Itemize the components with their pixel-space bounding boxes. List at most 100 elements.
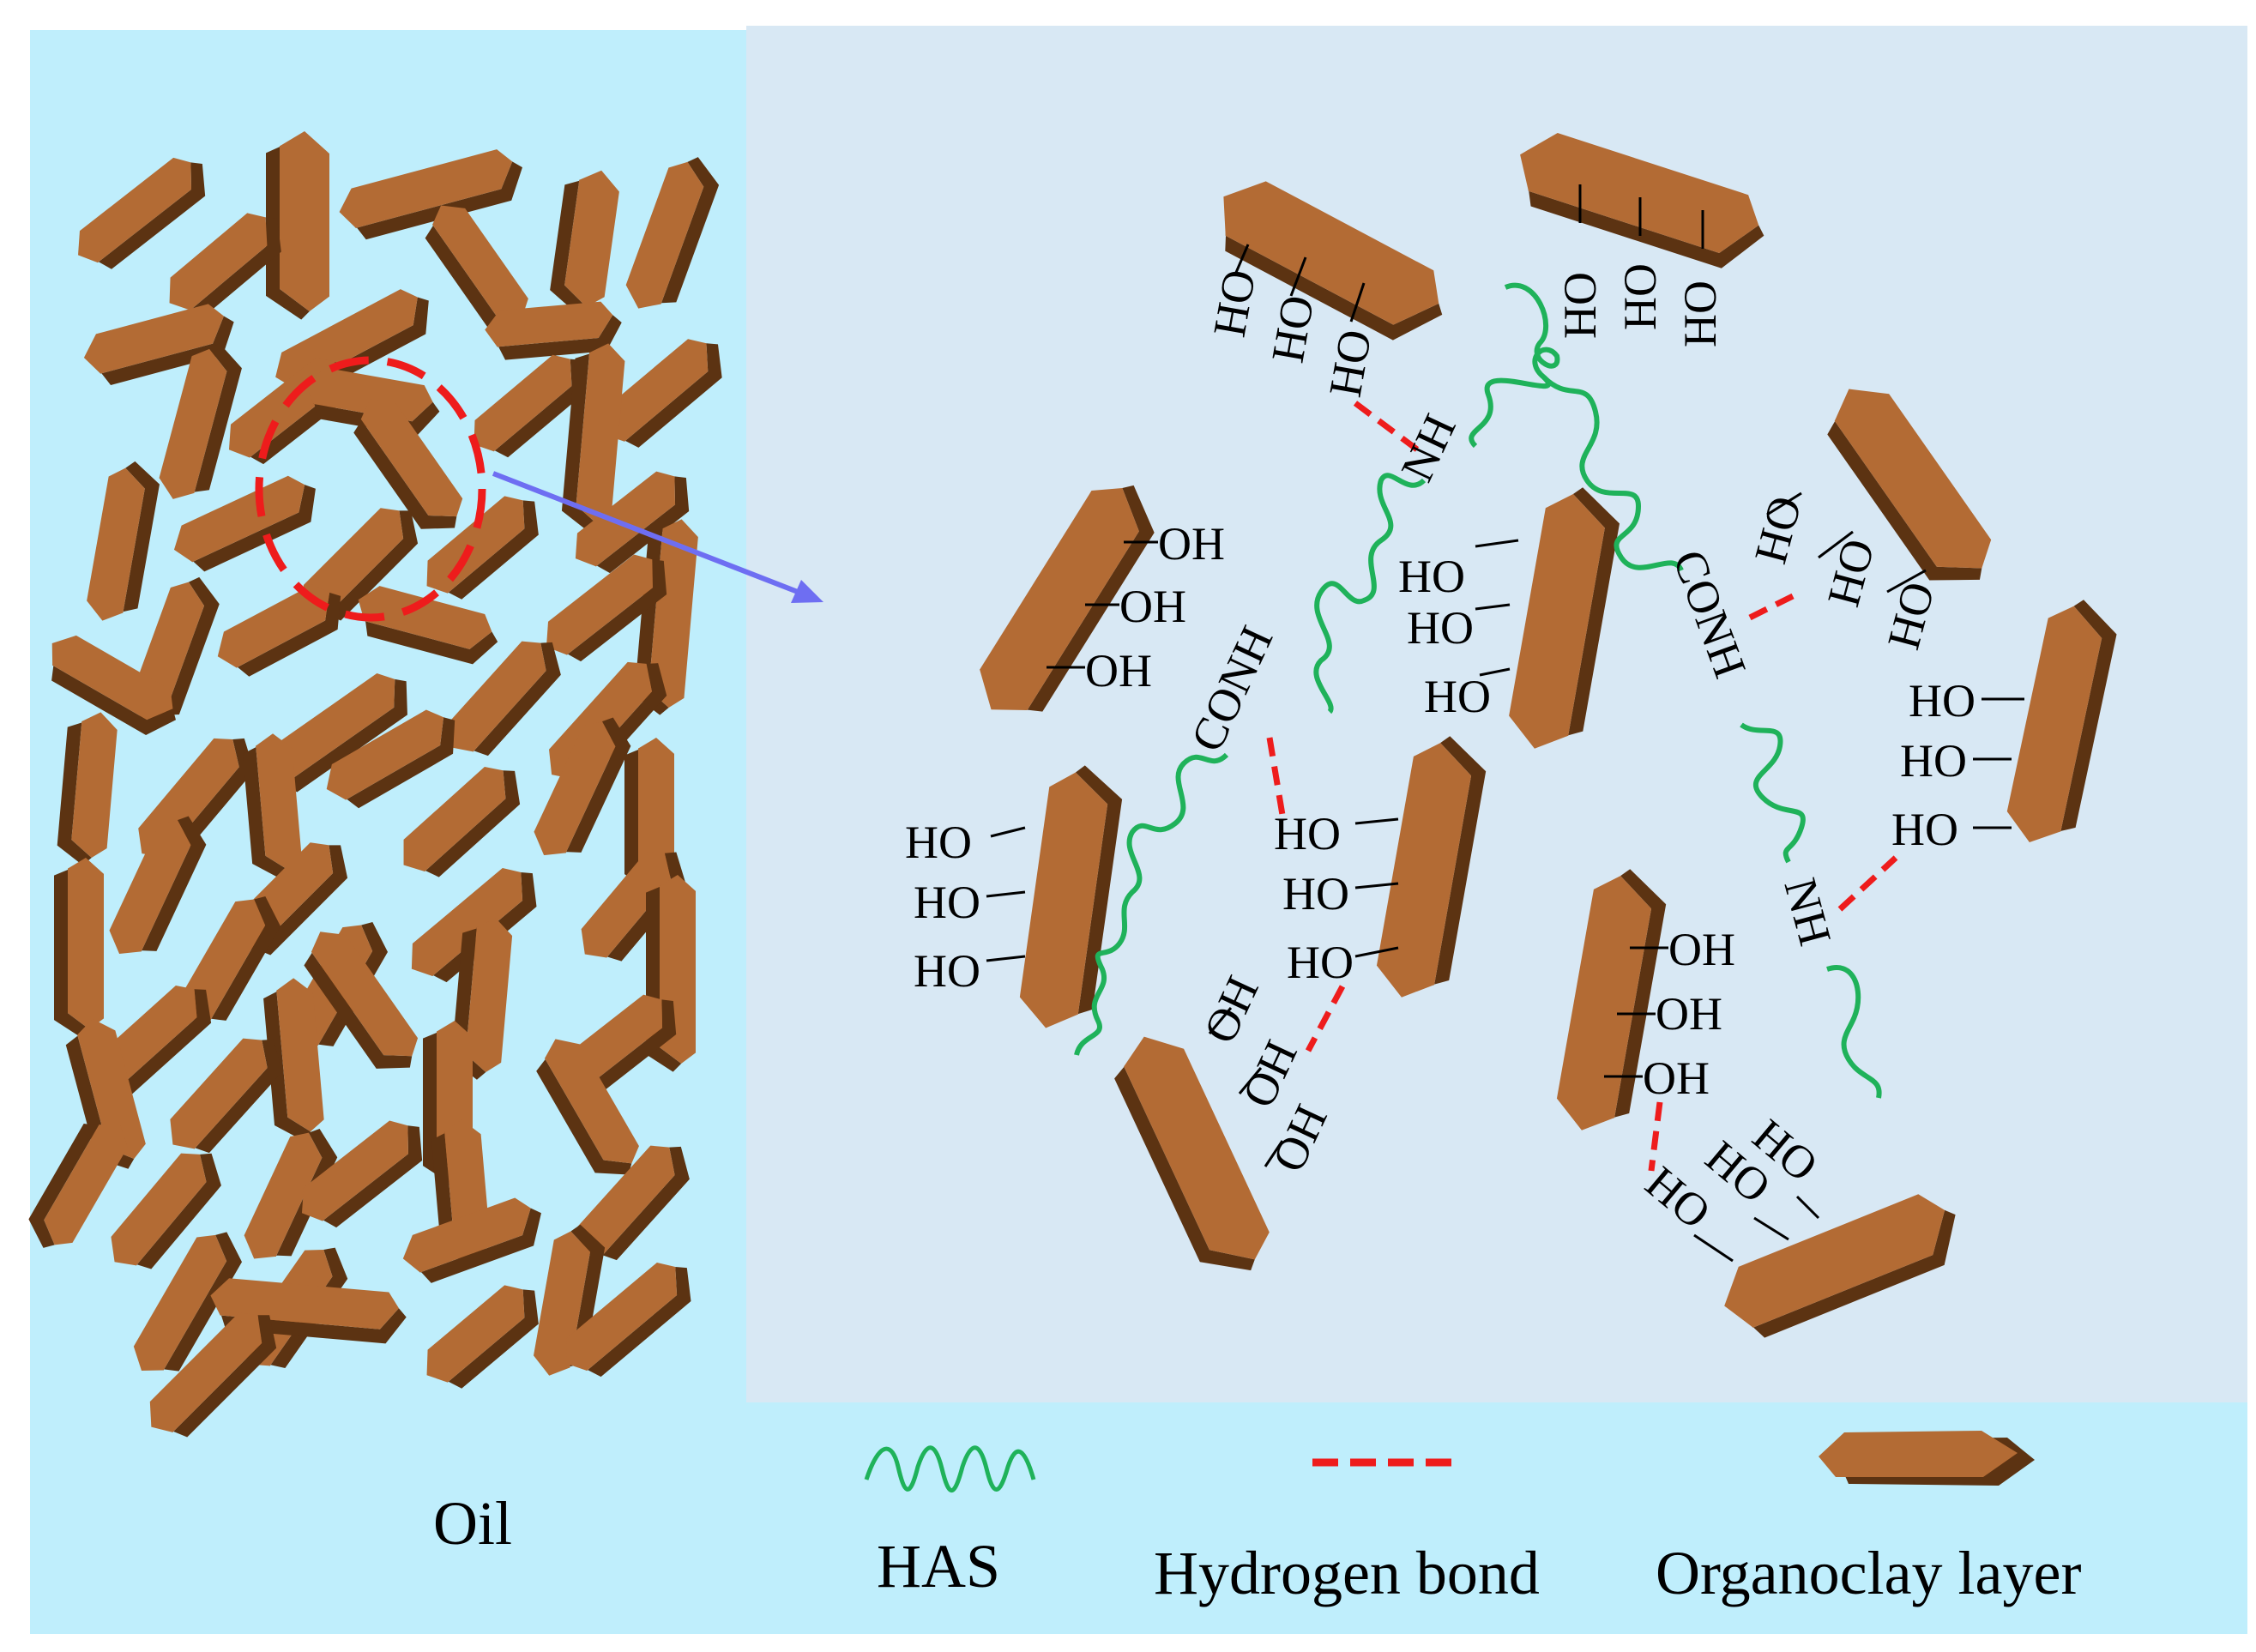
chem-label: OH (1085, 645, 1152, 696)
chem-label: OH (1656, 988, 1722, 1040)
clay-platelet (625, 157, 720, 309)
hydrogen-bond (1748, 588, 1803, 621)
oh-bond (1818, 530, 1854, 559)
oh-bond (1475, 539, 1519, 548)
legend-organoclay-icon (1819, 1431, 2035, 1486)
clay-platelet (358, 586, 498, 665)
clay-platelet (603, 339, 722, 448)
clay-platelet (133, 1232, 243, 1372)
chem-label: HO (1282, 868, 1349, 919)
clay-platelet (28, 1124, 128, 1248)
hydrogen-bond (1305, 985, 1346, 1052)
oh-bond (1354, 882, 1399, 889)
has-chain (1541, 375, 1684, 572)
clay-platelet (575, 471, 690, 574)
hydrogen-bond (1837, 855, 1898, 912)
clay-platelet (546, 554, 667, 662)
organoclay-layer (1223, 181, 1443, 341)
oh-bond (990, 826, 1026, 838)
oh-bond (1238, 1067, 1263, 1094)
has-chain (1469, 282, 1560, 449)
chem-label: HO (1554, 272, 1606, 339)
chem-label: HO (1424, 671, 1491, 722)
oh-bond (1475, 603, 1511, 611)
oh-bond (1208, 1007, 1233, 1034)
zoom-arrow (492, 471, 804, 596)
legend-has-label: HAS (877, 1532, 1000, 1601)
oil-label: Oil (433, 1489, 512, 1558)
clay-platelet (87, 461, 160, 621)
organoclay-layer (2006, 600, 2117, 842)
chem-label: HO (1274, 808, 1341, 859)
chem-label: HO (914, 945, 980, 997)
clay-platelet (263, 978, 324, 1141)
has-chain (1313, 473, 1427, 714)
organoclay-layer (1556, 869, 1667, 1130)
oh-bond (1479, 667, 1511, 677)
hydroxyl-bonds (986, 184, 2024, 1263)
chem-label: HO (905, 817, 972, 868)
chem-label: HO (1614, 263, 1666, 330)
clay-platelet (339, 149, 522, 240)
clay-platelet (149, 1312, 277, 1438)
oh-bond (1766, 491, 1802, 516)
organoclay-layer (1019, 765, 1123, 1028)
clay-platelet (426, 496, 539, 600)
clay-platelet (624, 738, 674, 892)
clay-platelet (565, 1262, 691, 1378)
organoclay-layer (1724, 1194, 1956, 1338)
organoclay-layer (980, 485, 1155, 712)
zoomed-organoclay-layers (980, 132, 2117, 1338)
has-chain (1740, 722, 1806, 864)
clay-platelet (266, 131, 329, 320)
chem-label: HO (1203, 266, 1266, 341)
organoclay-layer (1114, 1036, 1270, 1271)
oh-bond (1693, 1233, 1734, 1263)
clay-platelet (303, 508, 419, 621)
chem-label: HO (1398, 551, 1465, 602)
legend-has-icon (864, 1445, 1036, 1492)
hydrogen-bonds (1266, 401, 1898, 1172)
chem-label: HO (914, 877, 980, 928)
chem-label: OH (1119, 581, 1186, 632)
clay-platelet (304, 932, 419, 1069)
hydrogen-bond (1353, 401, 1427, 457)
clay-platelet (536, 1039, 639, 1175)
has-chains (1074, 282, 1882, 1099)
chem-label: OH (1643, 1052, 1710, 1104)
clay-platelet (65, 1018, 146, 1169)
clay-platelet (169, 213, 281, 317)
chem-label: HO (1909, 675, 1976, 727)
has-chain (1074, 752, 1229, 1056)
legend-organoclay-label: Organoclay layer (1656, 1539, 2081, 1607)
clay-platelet (111, 1153, 221, 1269)
oh-bond (1795, 1195, 1820, 1220)
clay-platelet (550, 170, 619, 315)
clay-platelet (353, 399, 463, 529)
organoclay-layer (1376, 736, 1487, 998)
clay-platelet (426, 1285, 539, 1389)
clay-platelet (561, 343, 625, 531)
has-chain (1826, 965, 1882, 1099)
oh-bond (1354, 946, 1399, 958)
chem-label: HO (1287, 937, 1354, 988)
chem-label: HO (1674, 280, 1726, 347)
chem-label: OH (1158, 518, 1225, 570)
focus-circle (255, 356, 486, 622)
chem-label: HO (1407, 602, 1474, 654)
chem-label: HO (1262, 292, 1324, 366)
legend-hydrogen-bond-label: Hydrogen bond (1154, 1539, 1540, 1607)
oh-bond (1886, 569, 1927, 594)
clay-platelet (581, 852, 686, 962)
clay-platelet (301, 1120, 423, 1228)
clay-platelet (577, 1145, 690, 1261)
hydrogen-bond (1266, 737, 1286, 816)
clay-platelet (109, 816, 207, 955)
clay-platelet (402, 1197, 541, 1283)
oh-bond (1753, 1216, 1789, 1241)
organoclay-layer (1509, 487, 1620, 749)
clay-platelet (534, 717, 631, 856)
clay-platelet (485, 301, 622, 360)
clay-platelet (78, 157, 206, 269)
